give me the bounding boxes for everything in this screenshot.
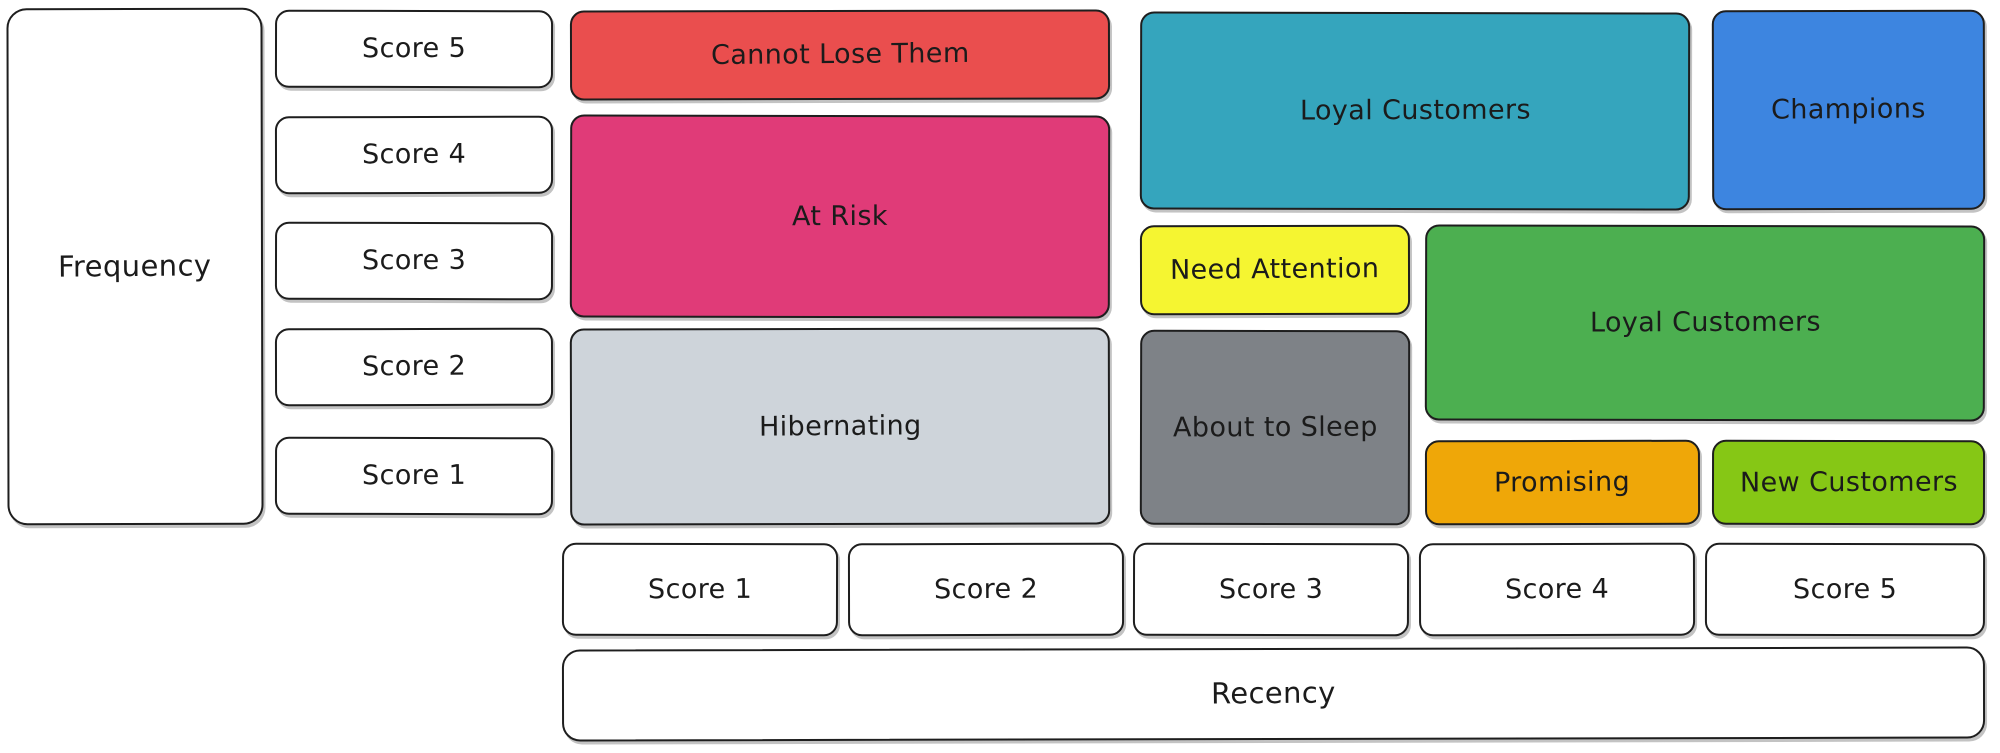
segment-hibernating[interactable]: Hibernating (569, 327, 1111, 526)
recency-score-3[interactable]: Score 3 (1132, 542, 1410, 637)
recency-score-5[interactable]: Score 5 (1704, 542, 1986, 637)
recency-axis-label: Recency (561, 646, 1986, 742)
recency-score-2[interactable]: Score 2 (847, 542, 1125, 637)
frequency-axis-label: Frequency (6, 7, 264, 526)
recency-axis-label-text: Recency (1210, 675, 1337, 711)
segment-new-customers[interactable]: New Customers (1711, 439, 1986, 526)
segment-champions[interactable]: Champions (1711, 9, 1986, 211)
frequency-score-1[interactable]: Score 1 (274, 436, 554, 516)
recency-score-1[interactable]: Score 1 (561, 542, 839, 637)
frequency-score-3[interactable]: Score 3 (274, 221, 554, 301)
segment-need-attention[interactable]: Need Attention (1139, 224, 1411, 316)
segment-about-to-sleep[interactable]: About to Sleep (1139, 329, 1411, 526)
frequency-axis-label-text: Frequency (58, 248, 212, 284)
segment-loyal-customers-teal[interactable]: Loyal Customers (1139, 11, 1691, 211)
segment-cannot-lose-them[interactable]: Cannot Lose Them (569, 9, 1111, 101)
segment-at-risk[interactable]: At Risk (569, 114, 1111, 319)
frequency-score-2[interactable]: Score 2 (274, 327, 554, 407)
segment-promising[interactable]: Promising (1424, 439, 1701, 526)
frequency-score-5[interactable]: Score 5 (274, 9, 554, 89)
segment-loyal-customers-green[interactable]: Loyal Customers (1424, 224, 1986, 422)
frequency-score-4[interactable]: Score 4 (274, 115, 554, 195)
recency-score-4[interactable]: Score 4 (1418, 542, 1696, 637)
